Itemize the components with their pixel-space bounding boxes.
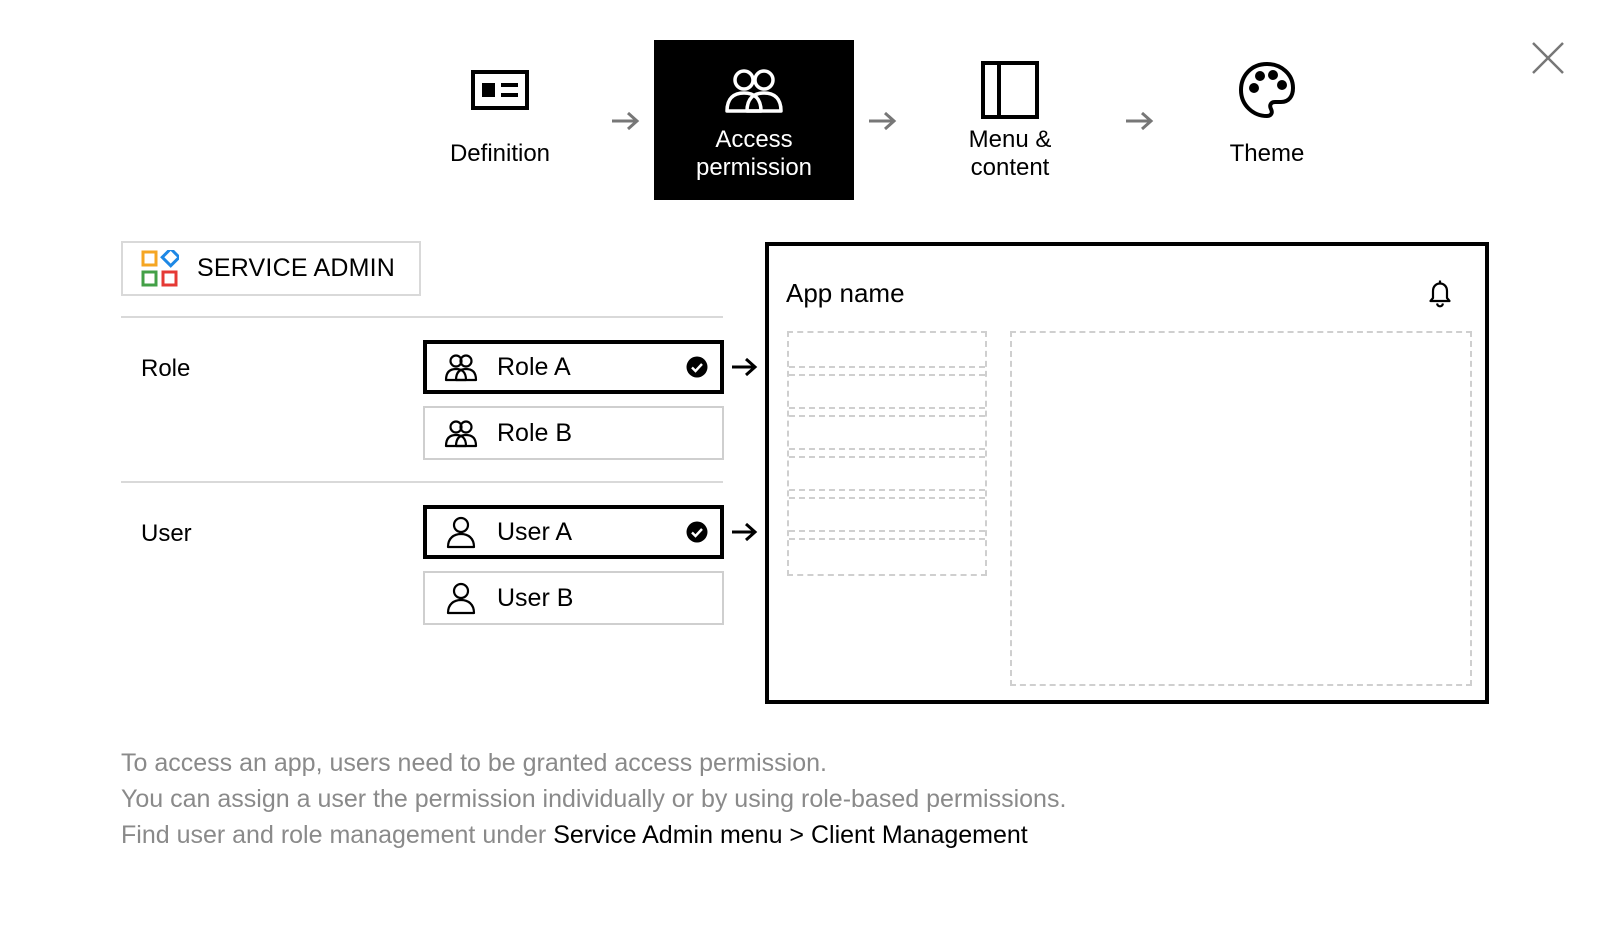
role-option-label: Role B — [497, 418, 573, 447]
role-option-label: Role A — [497, 352, 571, 381]
users-icon — [443, 415, 479, 451]
service-admin-badge: SERVICE ADMIN — [121, 241, 421, 296]
menu-path: Service Admin menu > Client Management — [553, 821, 1028, 849]
arrow-right-icon — [611, 108, 641, 134]
divider — [121, 316, 723, 318]
apps-grid-icon — [141, 249, 179, 286]
user-icon — [443, 580, 479, 616]
description-line: To access an app, users need to be grant… — [121, 749, 827, 777]
app-name: App name — [786, 278, 905, 308]
step-label: Access permission — [695, 126, 813, 181]
divider — [121, 481, 723, 483]
user-section-label: User — [141, 520, 192, 547]
user-option-label: User B — [497, 583, 574, 612]
step-access-permission[interactable]: Access permission — [654, 40, 854, 200]
app-preview: App name — [765, 242, 1489, 704]
role-option-b[interactable]: Role B — [423, 406, 724, 460]
check-circle-icon — [686, 521, 708, 543]
arrow-right-icon — [1125, 108, 1155, 134]
step-theme[interactable]: Theme — [1167, 40, 1367, 200]
close-button[interactable] — [1530, 40, 1566, 76]
arrow-right-icon — [868, 108, 898, 134]
step-label: Menu & content — [968, 126, 1052, 181]
arrow-right-icon — [731, 355, 759, 379]
role-section-label: Role — [141, 355, 191, 382]
description-line: You can assign a user the permission ind… — [121, 785, 1067, 813]
id-card-icon — [400, 58, 600, 122]
step-label: Theme — [1229, 140, 1305, 167]
users-icon — [443, 349, 479, 385]
description: To access an app, users need to be grant… — [121, 745, 1066, 853]
step-label: Definition — [449, 140, 551, 167]
description-line: Find user and role management under Serv… — [121, 817, 1066, 853]
bell-icon — [1429, 280, 1451, 308]
step-definition[interactable]: Definition — [400, 40, 600, 200]
user-option-b[interactable]: User B — [423, 571, 724, 625]
user-option-a[interactable]: User A — [423, 505, 724, 559]
step-menu-content[interactable]: Menu & content — [910, 40, 1110, 200]
palette-icon — [1167, 58, 1367, 122]
service-admin-label: SERVICE ADMIN — [197, 254, 396, 282]
user-option-label: User A — [497, 517, 573, 546]
description-prefix: Find user and role management under — [121, 821, 554, 849]
nav-placeholder — [787, 331, 987, 576]
arrow-right-icon — [731, 520, 759, 544]
users-icon — [654, 58, 854, 122]
sidebar-layout-icon — [910, 58, 1110, 122]
content-placeholder — [1010, 331, 1472, 686]
role-option-a[interactable]: Role A — [423, 340, 724, 394]
check-circle-icon — [686, 356, 708, 378]
close-icon — [1532, 42, 1564, 74]
user-icon — [443, 514, 479, 550]
